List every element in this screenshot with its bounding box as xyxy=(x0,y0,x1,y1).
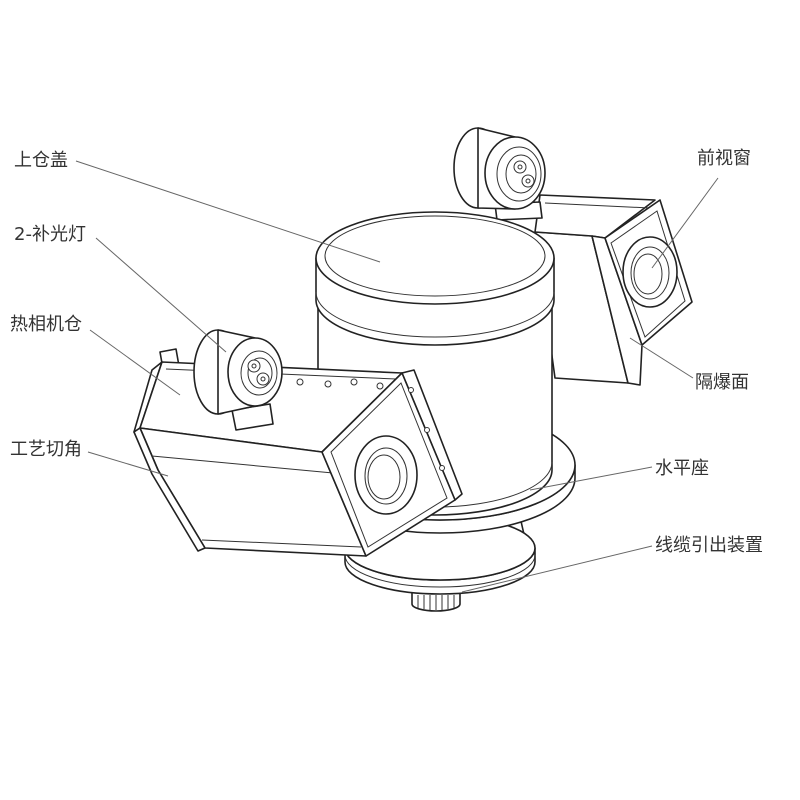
left-housing-bolt-1 xyxy=(296,378,304,386)
right-light-led-2-center xyxy=(525,178,531,184)
process-chamfer-face xyxy=(133,427,206,552)
left-light-led-1-center xyxy=(251,363,257,369)
left-light-led-1 xyxy=(247,359,261,373)
left-light-inner-ring-2 xyxy=(247,357,273,389)
leader-cable-outlet xyxy=(461,545,653,593)
label-cable-outlet: 线缆引出装置 xyxy=(655,535,763,556)
right-light-led-1 xyxy=(513,160,527,174)
right-light-front-face xyxy=(484,136,546,210)
left-flange-screw-2 xyxy=(424,427,430,433)
left-fill-light xyxy=(193,329,283,431)
leader-flameproof-surface xyxy=(629,337,694,379)
left-housing-side-seam xyxy=(151,455,334,474)
left-housing-bolt-4 xyxy=(376,382,384,390)
central-cylinder xyxy=(315,211,555,516)
right-light-led-1-center xyxy=(517,164,523,170)
label-horizontal-base: 水平座 xyxy=(655,458,709,479)
right-light-led-2 xyxy=(521,174,535,188)
leader-front-window xyxy=(651,177,719,269)
right-camera-housing xyxy=(534,194,693,386)
label-thermal-camera-housing: 热相机仓 xyxy=(10,314,82,335)
leader-process-chamfer xyxy=(87,451,169,477)
left-lens-inner-ring xyxy=(364,447,408,505)
left-housing-bottom-lip xyxy=(201,539,362,548)
leader-lines xyxy=(75,160,719,593)
label-front-window: 前视窗 xyxy=(697,148,751,169)
left-thermal-camera-housing xyxy=(133,348,463,557)
left-light-inner-ring xyxy=(240,350,278,396)
leader-top-cover xyxy=(75,160,381,263)
right-flameproof-flange xyxy=(591,235,643,386)
left-light-led-2 xyxy=(256,372,270,386)
top-cover xyxy=(315,211,555,305)
labels: 上仓盖 2-补光灯 热相机仓 工艺切角 前视窗 隔爆面 水平座 线缆引出装置 xyxy=(10,148,763,556)
left-lens-glass xyxy=(367,454,401,500)
left-flange-screw-1 xyxy=(408,387,414,393)
left-light-led-2-center xyxy=(260,376,266,382)
leader-fill-light xyxy=(95,237,227,353)
right-housing-top-rim xyxy=(544,202,651,209)
left-flange-screw-3 xyxy=(439,465,445,471)
label-process-chamfer: 工艺切角 xyxy=(10,439,82,460)
right-light-inner-ring xyxy=(496,146,542,202)
right-fill-light xyxy=(453,127,546,221)
top-cover-inner-rim xyxy=(324,215,546,297)
right-front-face-border xyxy=(610,210,686,338)
label-fill-light: 2-补光灯 xyxy=(14,224,86,245)
top-cover-seam xyxy=(315,291,555,338)
cable-outlet-threads xyxy=(417,595,455,610)
right-light-inner-ring-2 xyxy=(505,154,537,194)
left-housing-bolt-3 xyxy=(350,378,358,386)
right-lens-glass xyxy=(633,253,663,295)
leader-horizontal-base xyxy=(529,466,653,491)
lower-ring-groove xyxy=(344,554,536,588)
left-front-face-border xyxy=(330,382,448,548)
left-housing-bolt-2 xyxy=(324,380,332,388)
label-flameproof-surface: 隔爆面 xyxy=(695,372,749,393)
right-lens-inner-ring xyxy=(630,246,670,300)
label-top-cover: 上仓盖 xyxy=(14,150,68,171)
leader-thermal-camera-housing xyxy=(89,329,181,396)
